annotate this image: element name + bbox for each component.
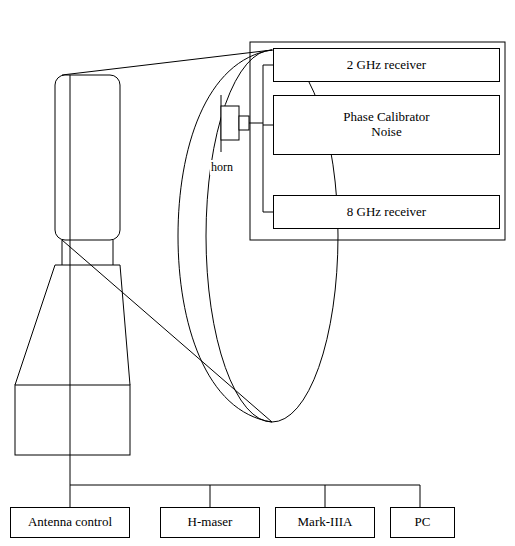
- equipment-box: Mark-IIIA: [275, 507, 375, 538]
- equipment-box: PC: [390, 507, 455, 538]
- bus-drop: [70, 485, 71, 507]
- tower-neck: [62, 240, 63, 265]
- bus-line: [70, 485, 420, 486]
- equipment-box: Antenna control: [10, 507, 130, 538]
- equipment-box: H-maser: [160, 507, 260, 538]
- receiver-bus: [263, 65, 264, 212]
- bus-drop: [210, 485, 211, 507]
- part-label: horn: [210, 160, 234, 175]
- receiver-tap: [263, 65, 273, 66]
- receiver-housing: [250, 42, 505, 240]
- horn-feed: [239, 116, 249, 130]
- support-line: [62, 240, 272, 422]
- support-line: [62, 50, 272, 75]
- box-label: H-maser: [188, 515, 233, 530]
- bus-drop: [325, 485, 326, 507]
- box-label: Phase Calibrator Noise: [342, 110, 432, 140]
- tower-side: [120, 265, 130, 385]
- tower-base: [15, 385, 130, 455]
- tower-side: [15, 265, 55, 385]
- box-label: 2 GHz receiver: [347, 58, 426, 73]
- cable: [70, 75, 71, 485]
- box-label: 8 GHz receiver: [347, 205, 426, 220]
- receiver-tap: [263, 212, 273, 213]
- receiver-box: 8 GHz receiver: [273, 195, 500, 229]
- dish-back: [178, 50, 272, 422]
- receiver-box: 2 GHz receiver: [273, 48, 500, 82]
- antenna-mount: [55, 75, 120, 240]
- receiver-tap: [263, 125, 273, 126]
- box-label: PC: [415, 515, 431, 530]
- box-label: Antenna control: [28, 515, 112, 530]
- horn-body: [221, 106, 239, 140]
- box-label: Mark-IIIA: [298, 515, 353, 530]
- bus-drop: [420, 485, 421, 507]
- tower-neck: [113, 240, 114, 265]
- calibrator-box: Phase Calibrator Noise: [273, 95, 500, 155]
- feed-line: [249, 123, 263, 124]
- tower-top: [55, 265, 120, 266]
